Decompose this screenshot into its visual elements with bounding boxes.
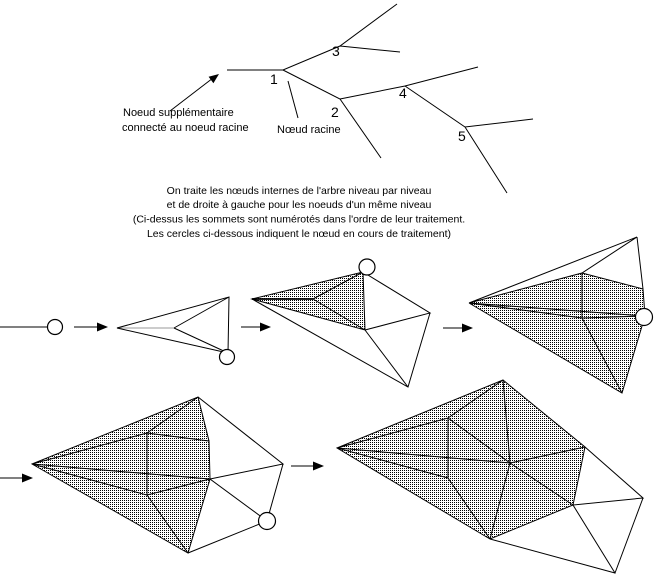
tree-node-label-3: 3 (332, 43, 340, 59)
figure-wireframe (116, 296, 230, 354)
current-node-marker (634, 307, 654, 327)
tree-diagram: 1 2 3 4 5 Noeud supplémentaire connecté … (122, 3, 534, 194)
figure-shaded-region (252, 272, 365, 330)
figure-shaded-region (337, 380, 585, 539)
step-arrow-icon (0, 473, 33, 483)
current-node-marker (257, 511, 277, 531)
caption: On traite les nœuds internes de l'arbre … (133, 185, 465, 240)
figure-shaded-region (32, 397, 210, 553)
figure-wireframe (30, 396, 285, 554)
annotation-arrow-line (169, 77, 214, 112)
current-node-marker (358, 258, 376, 276)
step-arrow-icon (241, 322, 271, 332)
tree-node-label-2: 2 (331, 104, 339, 120)
tree-edges (227, 3, 534, 194)
arrow-head (22, 473, 33, 483)
arrow-head (462, 323, 473, 333)
current-node-marker (218, 348, 236, 366)
step-figure-2 (250, 258, 432, 388)
arrow-head (97, 322, 108, 332)
figure-shaded-region (469, 273, 645, 393)
root-node-label: Nœud racine (277, 124, 341, 136)
extra-node-label-line2: connecté au noeud racine (122, 122, 249, 134)
figure-wireframe (250, 271, 432, 388)
extra-node-annotation-arrow-icon (169, 74, 219, 112)
step-figure-3 (468, 236, 654, 394)
figure-wireframe (335, 379, 645, 575)
arrow-head (260, 322, 271, 332)
caption-line-2: et de droite à gauche pour les noeuds d'… (167, 199, 432, 211)
extra-node-label-line1: Noeud supplémentaire (123, 107, 234, 119)
step-arrow-icon (74, 322, 108, 332)
arrow-head (313, 461, 324, 471)
tree-node-label-4: 4 (399, 85, 407, 101)
caption-line-4: Les cercles ci-dessous indiquent le nœud… (147, 228, 451, 240)
tree-node-label-1: 1 (270, 71, 278, 87)
tree-node-label-5: 5 (458, 128, 466, 144)
step-figure-0 (0, 318, 64, 336)
caption-line-1: On traite les nœuds internes de l'arbre … (167, 185, 432, 197)
annotation-arrow-head (208, 74, 219, 84)
root-pointer-line (287, 80, 299, 119)
step-figure-5 (335, 379, 645, 575)
step-arrow-icon (443, 323, 473, 333)
current-node-marker (46, 318, 64, 336)
step-figure-1 (116, 296, 236, 366)
step-arrow-icon (291, 461, 324, 471)
caption-line-3: (Ci-dessus les sommets sont numérotés da… (133, 214, 465, 226)
step-figure-4 (30, 396, 285, 554)
figure-wireframe (468, 236, 646, 394)
